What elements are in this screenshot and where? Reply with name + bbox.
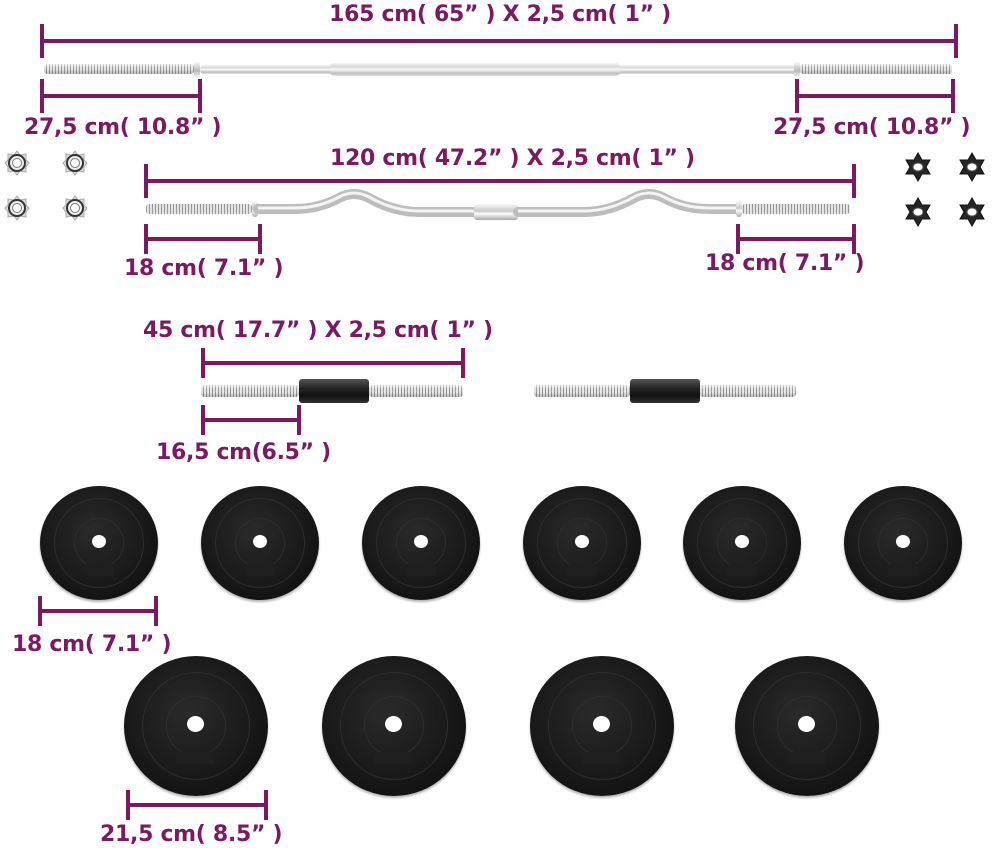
dumbbell-sleeve-dimension-line xyxy=(201,405,301,435)
dumbbell-bar xyxy=(201,378,465,404)
dumbbell-bar-overall-dimension-line xyxy=(201,348,465,378)
straight-bar-left-sleeve-dimension-line xyxy=(40,79,202,113)
straight-bar-overall-dimension-line xyxy=(40,24,958,58)
star-collar-icon xyxy=(959,197,985,227)
chrome-collar-icon xyxy=(4,195,30,221)
curl-bar-overall-dimension-line xyxy=(144,164,856,198)
curl-bar-left-sleeve-label: 18 cm( 7.1” ) xyxy=(124,256,284,281)
small-weight-plate xyxy=(844,486,962,600)
large-weight-plate xyxy=(530,656,674,796)
small-plate-diameter-label: 18 cm( 7.1” ) xyxy=(12,632,172,657)
small-weight-plate xyxy=(201,486,319,600)
small-weight-plate xyxy=(40,486,158,600)
star-collar-icon xyxy=(905,197,931,227)
large-plate-diameter-label: 21,5 cm( 8.5” ) xyxy=(100,822,283,847)
ez-curl-barbell xyxy=(146,189,850,220)
small-weight-plate xyxy=(362,486,480,600)
dumbbell-sleeve-label: 16,5 cm(6.5” ) xyxy=(156,440,331,465)
chrome-collar-icon xyxy=(62,150,88,176)
small-weight-plate xyxy=(523,486,641,600)
curl-bar-right-sleeve-dimension-line xyxy=(736,224,856,254)
star-collar-icon xyxy=(959,152,985,182)
small-weight-plate xyxy=(683,486,801,600)
large-weight-plate xyxy=(735,656,879,796)
chrome-collar-icon xyxy=(4,150,30,176)
large-weight-plate xyxy=(322,656,466,796)
curl-bar-overall-label: 120 cm( 47.2” ) X 2,5 cm( 1” ) xyxy=(330,146,695,171)
straight-bar-right-sleeve-label: 27,5 cm( 10.8” ) xyxy=(773,115,971,140)
star-collar-icon xyxy=(905,152,931,182)
dumbbell-bar-overall-label: 45 cm( 17.7” ) X 2,5 cm( 1” ) xyxy=(143,318,493,343)
curl-bar-right-sleeve-label: 18 cm( 7.1” ) xyxy=(705,251,865,276)
straight-bar-left-sleeve-label: 27,5 cm( 10.8” ) xyxy=(24,115,222,140)
large-weight-plate xyxy=(124,656,268,796)
curl-bar-left-sleeve-dimension-line xyxy=(144,224,262,254)
straight-bar-right-sleeve-dimension-line xyxy=(795,79,955,113)
large-plate-diameter-dimension-line xyxy=(126,790,268,820)
straight-bar-overall-label: 165 cm( 65” ) X 2,5 cm( 1” ) xyxy=(329,2,671,27)
dumbbell-bar xyxy=(534,378,798,404)
straight-barbell xyxy=(44,61,952,78)
chrome-collar-icon xyxy=(62,195,88,221)
small-plate-diameter-dimension-line xyxy=(38,596,158,626)
